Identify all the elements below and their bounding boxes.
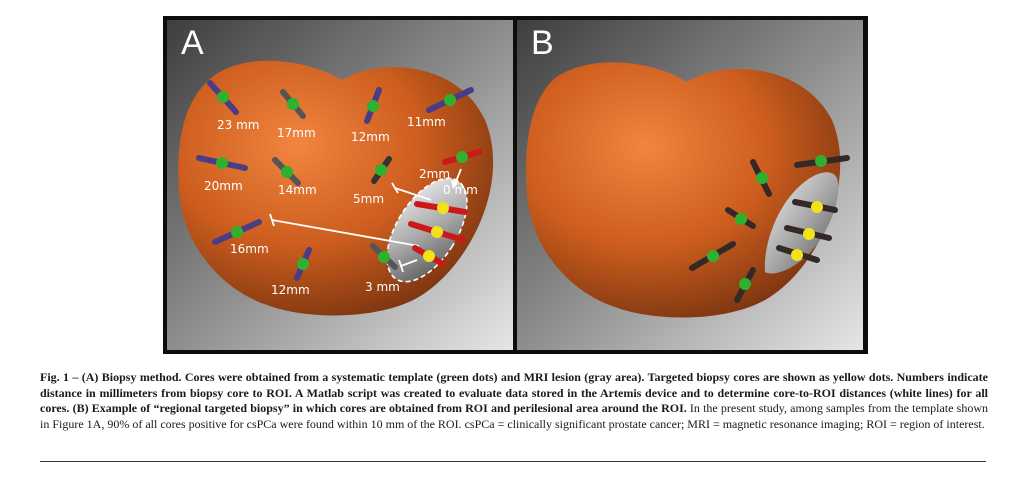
distance-label: 16mm — [230, 242, 269, 256]
distance-label: 11mm — [407, 115, 446, 129]
figure-caption: Fig. 1 – (A) Biopsy method. Cores were o… — [40, 370, 988, 432]
distance-label: 17mm — [277, 126, 316, 140]
core-to-roi-lines — [269, 168, 462, 273]
distance-label: 0 mm — [443, 183, 478, 197]
prostate-shape — [526, 62, 841, 318]
panel-a: 23 mm 17mm 12mm 11mm 20mm 14mm 5mm 2mm 0… — [167, 20, 513, 350]
figure: 23 mm 17mm 12mm 11mm 20mm 14mm 5mm 2mm 0… — [163, 16, 868, 354]
distance-label: 20mm — [204, 179, 243, 193]
caption-text: In the present study, among samples from… — [40, 401, 988, 431]
distance-label: 14mm — [278, 183, 317, 197]
distance-label: 5mm — [353, 192, 384, 206]
panel-b: B — [517, 20, 863, 350]
targeted-cores — [408, 201, 468, 267]
distance-label: 12mm — [351, 130, 390, 144]
panel-b-label: B — [531, 24, 554, 62]
distance-label: 23 mm — [217, 118, 259, 132]
panel-a-label: A — [181, 24, 204, 62]
regional-cores — [689, 155, 850, 303]
distance-label: 3 mm — [365, 280, 400, 294]
caption-rule — [40, 461, 986, 462]
figure-corner-mark — [864, 338, 867, 341]
systematic-cores — [196, 80, 482, 281]
distance-label: 2mm — [419, 167, 450, 181]
caption-label: Fig. 1 – (A) Biopsy method. Cores were o… — [40, 370, 988, 416]
distance-label: 12mm — [271, 283, 310, 297]
